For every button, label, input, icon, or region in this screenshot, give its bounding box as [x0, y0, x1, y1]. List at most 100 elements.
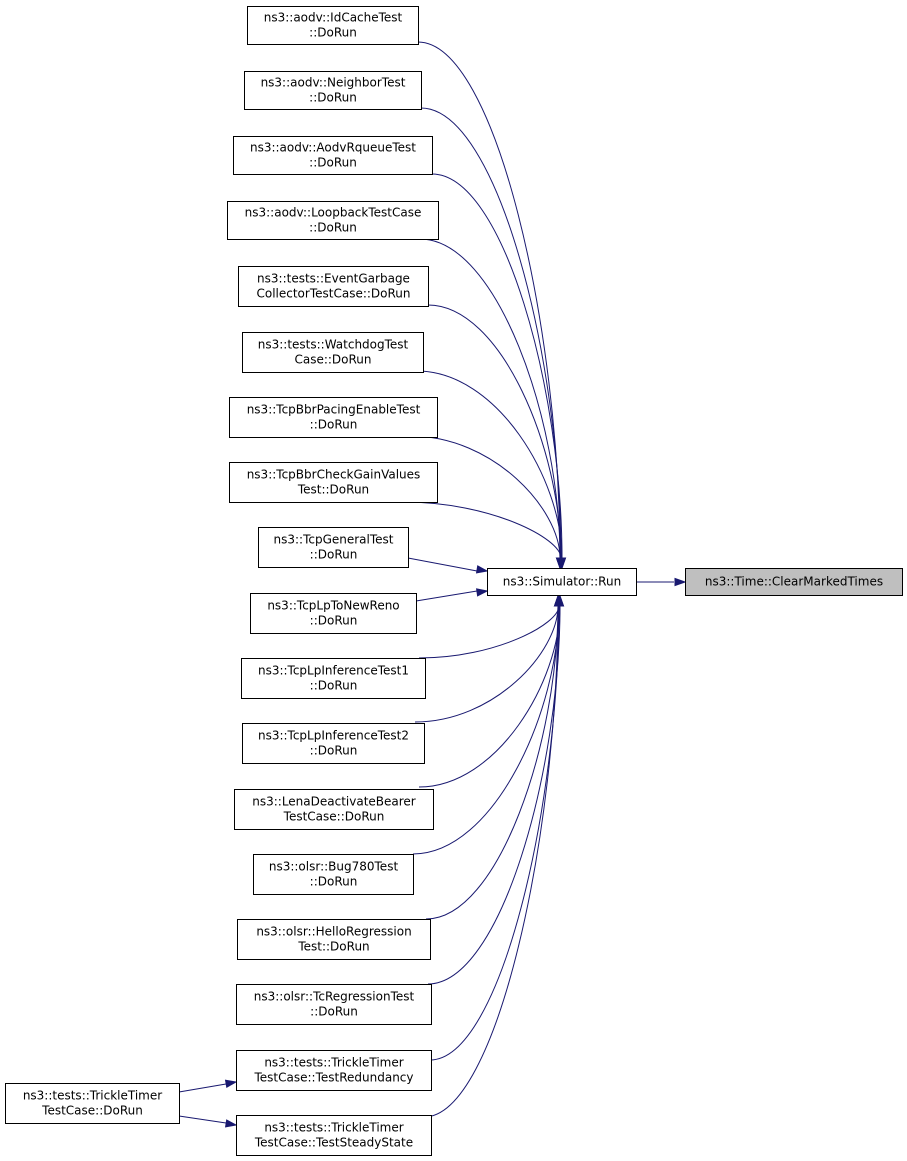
edge-caller-14-to-hub — [412, 605, 560, 855]
caller-node-13-label-line-2: TestCase::DoRun — [283, 810, 385, 824]
caller-node-16-box — [236, 984, 432, 1025]
caller-node-6-box — [242, 332, 424, 373]
caller-node-16-label-line-1: ns3::olsr::TcRegressionTest — [254, 990, 415, 1004]
caller-node-8-box — [229, 462, 438, 503]
caller-node-11[interactable]: ns3::TcpLpInferenceTest1::DoRun — [241, 658, 426, 699]
edges-layer — [178, 41, 687, 1128]
root-node-trickle-timer-dorun-box — [5, 1083, 180, 1124]
arrowhead-target — [674, 577, 687, 587]
edge-caller-12-to-hub — [414, 605, 559, 723]
edge-root-to-test-redundancy — [178, 1083, 227, 1093]
caller-node-2-label-line-2: ::DoRun — [309, 91, 357, 105]
caller-node-14-label-line-2: ::DoRun — [310, 875, 358, 889]
caller-node-10-label-line-1: ns3::TcpLpToNewReno — [267, 599, 399, 613]
hub-node-simulator-run-label-line-1: ns3::Simulator::Run — [503, 575, 621, 589]
edge-caller-17-to-hub — [429, 605, 560, 1061]
caller-node-13-box — [234, 789, 434, 830]
caller-node-5-label-line-2: CollectorTestCase::DoRun — [256, 287, 410, 301]
caller-node-15-box — [237, 919, 431, 960]
edge-caller-4-to-hub — [419, 238, 561, 559]
caller-node-14-box — [253, 854, 414, 895]
target-node-clear-marked-times[interactable]: ns3::Time::ClearMarkedTimes — [685, 568, 903, 596]
caller-node-8-label-line-1: ns3::TcpBbrCheckGainValues — [247, 468, 421, 482]
caller-node-1-box — [247, 6, 419, 45]
caller-node-7[interactable]: ns3::TcpBbrPacingEnableTest::DoRun — [229, 397, 438, 438]
target-node-clear-marked-times-label-line-1: ns3::Time::ClearMarkedTimes — [705, 575, 883, 589]
caller-node-2-box — [244, 71, 422, 110]
edge-caller-5-to-hub — [427, 304, 562, 559]
caller-node-17-box — [236, 1050, 432, 1091]
caller-node-18[interactable]: ns3::tests::TrickleTimerTestCase::TestSt… — [236, 1115, 432, 1156]
arrowhead-caller-9 — [475, 565, 489, 574]
caller-node-14-label-line-1: ns3::olsr::Bug780Test — [269, 860, 399, 874]
caller-node-4-box — [227, 201, 439, 240]
caller-node-7-box — [229, 397, 438, 438]
caller-node-4[interactable]: ns3::aodv::LoopbackTestCase::DoRun — [227, 201, 439, 240]
caller-node-12[interactable]: ns3::TcpLpInferenceTest2::DoRun — [242, 723, 425, 764]
caller-node-18-label-line-1: ns3::tests::TrickleTimer — [264, 1121, 403, 1135]
edge-root-to-test-steady-state — [178, 1115, 227, 1124]
caller-node-9-box — [258, 527, 409, 568]
caller-node-4-label-line-2: ::DoRun — [309, 221, 357, 235]
arrowhead-test-steady-state — [224, 1119, 238, 1128]
caller-node-18-label-line-2: TestCase::TestSteadyState — [254, 1136, 413, 1150]
caller-node-6-label-line-2: Case::DoRun — [294, 353, 371, 367]
caller-node-7-label-line-1: ns3::TcpBbrPacingEnableTest — [247, 403, 421, 417]
hub-node-simulator-run-box — [487, 568, 637, 596]
caller-node-3-label-line-1: ns3::aodv::AodvRqueueTest — [250, 141, 416, 155]
caller-node-6-label-line-1: ns3::tests::WatchdogTest — [258, 338, 409, 352]
edge-caller-8-to-hub — [403, 501, 562, 559]
edge-caller-6-to-hub — [416, 370, 563, 559]
caller-node-11-box — [241, 658, 426, 699]
caller-node-2[interactable]: ns3::aodv::NeighborTest::DoRun — [244, 71, 422, 110]
caller-node-17-label-line-2: TestCase::TestRedundancy — [254, 1071, 414, 1085]
caller-node-3[interactable]: ns3::aodv::AodvRqueueTest::DoRun — [233, 136, 433, 175]
caller-node-15-label-line-2: Test::DoRun — [297, 940, 369, 954]
caller-node-5[interactable]: ns3::tests::EventGarbageCollectorTestCas… — [238, 266, 429, 307]
caller-node-4-label-line-1: ns3::aodv::LoopbackTestCase — [245, 206, 422, 220]
edge-caller-15-to-hub — [425, 605, 559, 920]
caller-node-10-box — [250, 593, 417, 634]
caller-node-2-label-line-1: ns3::aodv::NeighborTest — [261, 76, 406, 90]
caller-node-9-label-line-1: ns3::TcpGeneralTest — [273, 533, 393, 547]
edge-caller-16-to-hub — [427, 605, 561, 985]
caller-node-3-box — [233, 136, 433, 175]
caller-node-12-label-line-1: ns3::TcpLpInferenceTest2 — [258, 729, 409, 743]
nodes-layer: ns3::aodv::IdCacheTest::DoRunns3::aodv::… — [5, 6, 903, 1156]
caller-node-12-label-line-2: ::DoRun — [310, 744, 358, 758]
caller-node-5-label-line-1: ns3::tests::EventGarbage — [257, 272, 410, 286]
caller-node-3-label-line-2: ::DoRun — [309, 156, 357, 170]
edge-caller-10-to-hub — [415, 590, 478, 602]
caller-node-17[interactable]: ns3::tests::TrickleTimerTestCase::TestRe… — [236, 1050, 432, 1091]
edge-caller-11-to-hub — [418, 605, 560, 659]
caller-node-7-label-line-2: ::DoRun — [310, 418, 358, 432]
caller-node-11-label-line-1: ns3::TcpLpInferenceTest1 — [258, 664, 409, 678]
caller-node-11-label-line-2: ::DoRun — [310, 679, 358, 693]
root-node-trickle-timer-dorun-label-line-1: ns3::tests::TrickleTimer — [23, 1089, 162, 1103]
arrowhead-test-redundancy — [224, 1079, 238, 1088]
caller-node-10-label-line-2: ::DoRun — [310, 614, 358, 628]
caller-node-1[interactable]: ns3::aodv::IdCacheTest::DoRun — [247, 6, 419, 45]
caller-node-16[interactable]: ns3::olsr::TcRegressionTest::DoRun — [236, 984, 432, 1025]
hub-node-simulator-run[interactable]: ns3::Simulator::Run — [487, 568, 637, 596]
caller-node-10[interactable]: ns3::TcpLpToNewReno::DoRun — [250, 593, 417, 634]
arrowhead-caller-10 — [476, 588, 489, 597]
edge-caller-13-to-hub — [418, 605, 561, 788]
arrowhead-caller-18 — [553, 594, 563, 607]
edge-caller-9-to-hub — [407, 557, 478, 572]
caller-node-1-label-line-2: ::DoRun — [309, 26, 357, 40]
caller-node-9-label-line-2: ::DoRun — [310, 548, 358, 562]
caller-node-12-box — [242, 723, 425, 764]
caller-node-9[interactable]: ns3::TcpGeneralTest::DoRun — [258, 527, 409, 568]
caller-node-16-label-line-2: ::DoRun — [310, 1005, 358, 1019]
edge-caller-3-to-hub — [431, 173, 563, 559]
edge-caller-18-to-hub — [423, 605, 559, 1118]
arrowhead-caller-8 — [556, 557, 566, 570]
caller-node-14[interactable]: ns3::olsr::Bug780Test::DoRun — [253, 854, 414, 895]
